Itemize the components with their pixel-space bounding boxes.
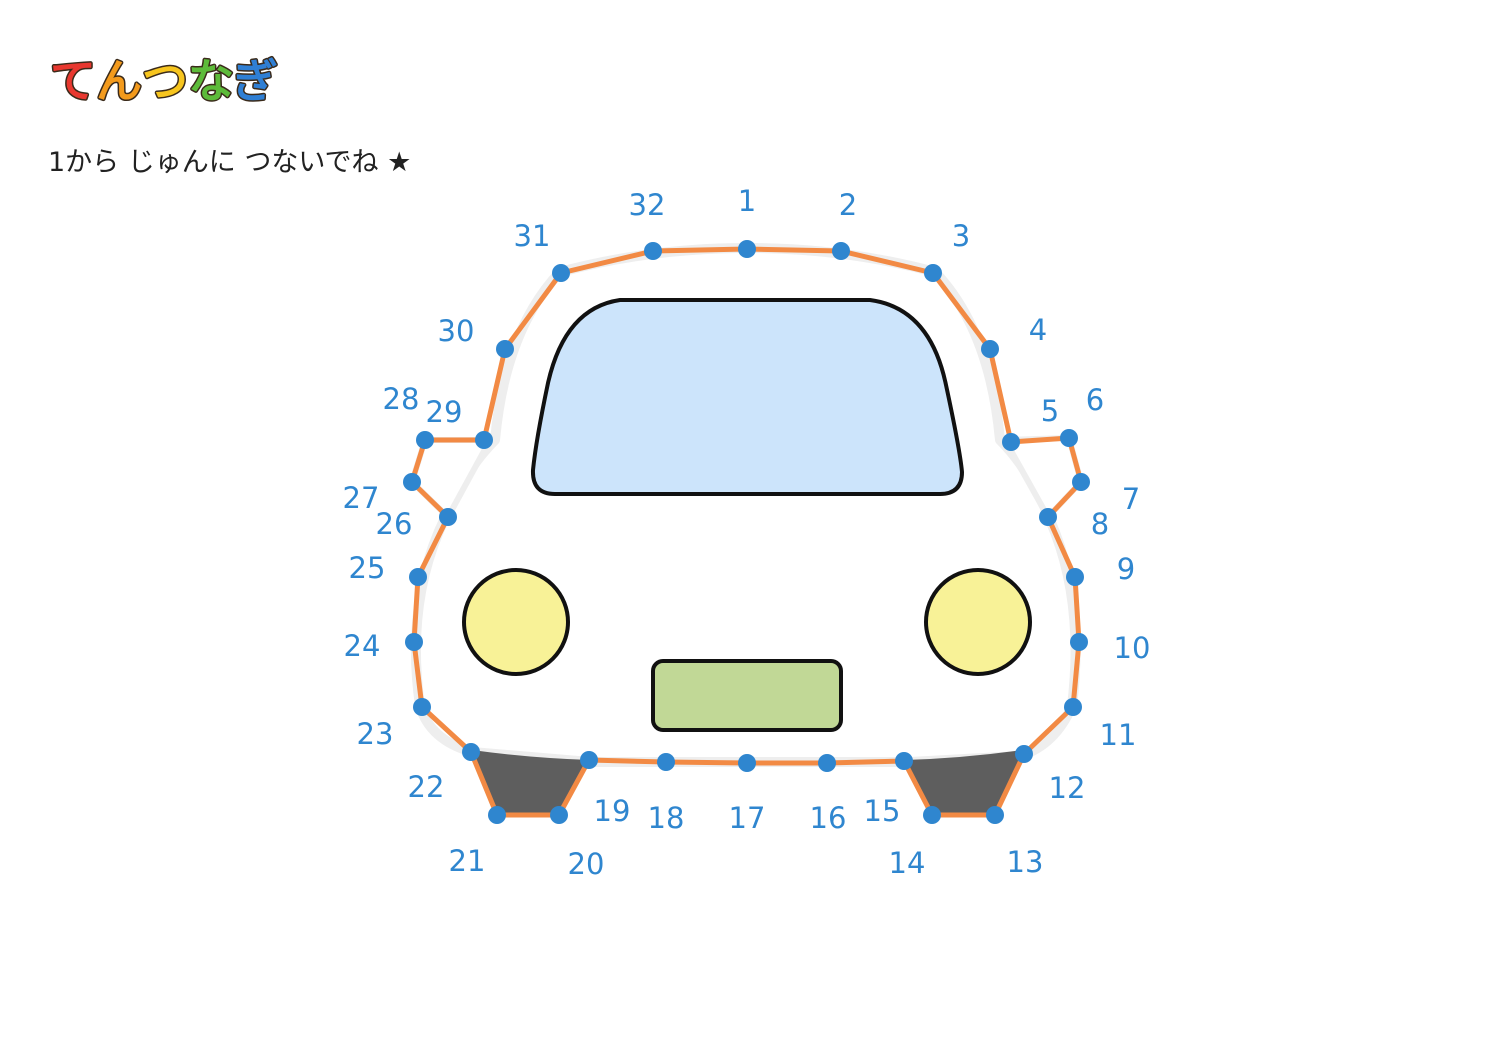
dot-2 xyxy=(832,242,850,260)
dot-4 xyxy=(981,340,999,358)
dot-10 xyxy=(1070,633,1088,651)
dot-label-9: 9 xyxy=(1117,552,1135,586)
dot-label-31: 31 xyxy=(514,219,551,253)
dot-label-23: 23 xyxy=(357,717,394,751)
dot-label-24: 24 xyxy=(344,629,381,663)
dot-18 xyxy=(657,753,675,771)
dot-15 xyxy=(895,752,913,770)
dot-25 xyxy=(409,568,427,586)
dot-label-19: 19 xyxy=(594,794,631,828)
dot-28 xyxy=(416,431,434,449)
dot-label-8: 8 xyxy=(1091,507,1109,541)
dot-label-13: 13 xyxy=(1007,845,1044,879)
dot-label-14: 14 xyxy=(889,846,926,880)
dot-label-15: 15 xyxy=(864,794,901,828)
dot-3 xyxy=(924,264,942,282)
dot-7 xyxy=(1072,473,1090,491)
dot-label-10: 10 xyxy=(1114,631,1151,665)
dot-label-18: 18 xyxy=(648,801,685,835)
dot-label-3: 3 xyxy=(952,219,970,253)
windshield xyxy=(530,298,964,496)
dot-label-11: 11 xyxy=(1100,718,1137,752)
dot-14 xyxy=(923,806,941,824)
dot-1 xyxy=(738,240,756,258)
right-tire xyxy=(905,750,1022,815)
dot-label-4: 4 xyxy=(1029,313,1047,347)
dot-8 xyxy=(1039,508,1057,526)
dot-5 xyxy=(1002,433,1020,451)
logo-char-2: ん xyxy=(96,54,142,108)
dot-label-5: 5 xyxy=(1041,394,1059,428)
dot-6 xyxy=(1060,429,1078,447)
dot-11 xyxy=(1064,698,1082,716)
dot-26 xyxy=(439,508,457,526)
dot-20 xyxy=(550,806,568,824)
logo-char-4: な xyxy=(188,54,234,108)
dot-label-32: 32 xyxy=(629,188,666,222)
dot-label-1: 1 xyxy=(738,184,756,218)
left-headlight xyxy=(462,568,570,676)
dot-label-27: 27 xyxy=(343,481,380,515)
dot-23 xyxy=(413,698,431,716)
dot-label-26: 26 xyxy=(376,507,413,541)
dot-label-22: 22 xyxy=(408,770,445,804)
right-headlight xyxy=(924,568,1032,676)
dot-label-17: 17 xyxy=(729,801,766,835)
dot-label-7: 7 xyxy=(1122,482,1140,516)
dot-label-2: 2 xyxy=(839,188,857,222)
dot-22 xyxy=(462,743,480,761)
dot-27 xyxy=(403,473,421,491)
dot-12 xyxy=(1015,745,1033,763)
dot-label-25: 25 xyxy=(349,551,386,585)
dot-13 xyxy=(986,806,1004,824)
logo-char-1: て xyxy=(50,54,96,108)
instruction-text: 1から じゅんに つないでね ★ xyxy=(48,147,411,178)
logo: て ん つ な ぎ xyxy=(49,53,280,110)
dot-label-21: 21 xyxy=(449,844,486,878)
logo-char-5: ぎ xyxy=(232,54,278,108)
dot-30 xyxy=(496,340,514,358)
dot-32 xyxy=(644,242,662,260)
dot-label-28: 28 xyxy=(383,382,420,416)
front-grille xyxy=(651,659,843,732)
dots-layer xyxy=(403,240,1090,824)
dot-9 xyxy=(1066,568,1084,586)
dot-21 xyxy=(488,806,506,824)
dot-label-30: 30 xyxy=(438,314,475,348)
dot-17 xyxy=(738,754,756,772)
dot-19 xyxy=(580,751,598,769)
dot-31 xyxy=(552,264,570,282)
left-tire xyxy=(472,750,590,815)
dot-label-6: 6 xyxy=(1086,383,1104,417)
dot-16 xyxy=(818,754,836,772)
dot-label-29: 29 xyxy=(426,395,463,429)
dot-label-12: 12 xyxy=(1049,771,1086,805)
logo-char-3: つ xyxy=(142,54,188,108)
dot-label-16: 16 xyxy=(810,801,847,835)
dot-24 xyxy=(405,633,423,651)
dot-29 xyxy=(475,431,493,449)
dot-label-20: 20 xyxy=(568,847,605,881)
